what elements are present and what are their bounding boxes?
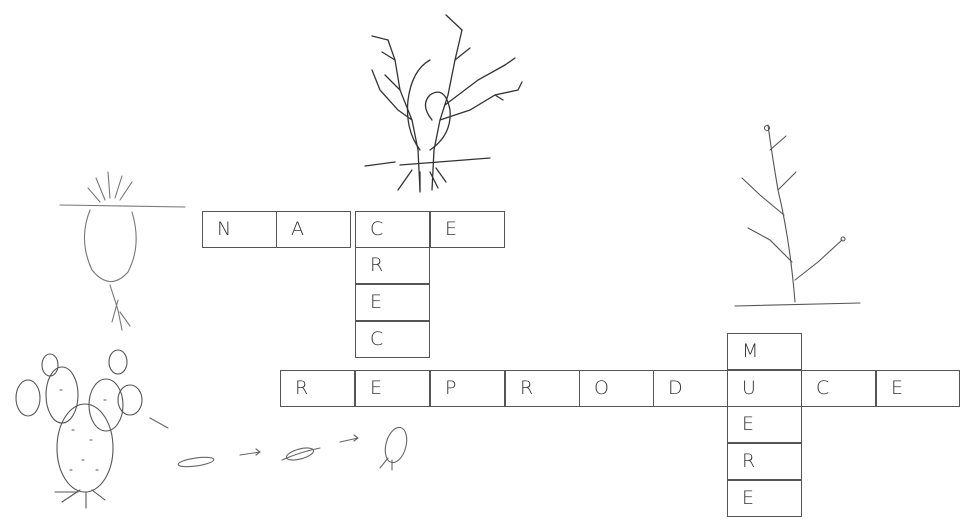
crossword-cell-nace-3: C (355, 211, 430, 248)
dry-grass-icon (735, 125, 860, 306)
crossword-cell-muere-1: M (727, 333, 802, 370)
crossword-cell-crece-2: R (355, 247, 430, 284)
radish-plant-icon (60, 172, 185, 330)
crossword-cell-nace-1: N (202, 211, 277, 248)
cactus-pad-growth-sequence-icon (150, 418, 410, 470)
crossword-cell-reproduce-7: U (727, 370, 802, 407)
crossword-cell-reproduce-4: R (505, 370, 580, 407)
tree-icon (365, 15, 522, 192)
crossword-cell-reproduce-5: O (579, 370, 654, 407)
crossword-cell-crece-4: C (355, 321, 430, 358)
crossword-cell-reproduce-3: P (430, 370, 505, 407)
cactus-icon (16, 350, 142, 508)
crossword-cell-reproduce-1: R (280, 370, 355, 407)
crossword-cell-nace-4: E (430, 211, 505, 248)
crossword-cell-muere-5: E (727, 480, 802, 517)
crossword-cell-nace-2: A (276, 211, 351, 248)
crossword-cell-crece-3: E (355, 284, 430, 321)
crossword-cell-reproduce-9: E (876, 370, 960, 407)
crossword-cell-reproduce-2: E (355, 370, 430, 407)
crossword-cell-reproduce-6: D (653, 370, 728, 407)
crossword-cell-muere-4: R (727, 443, 802, 480)
crossword-cell-muere-3: E (727, 406, 802, 443)
crossword-cell-reproduce-8: C (801, 370, 876, 407)
